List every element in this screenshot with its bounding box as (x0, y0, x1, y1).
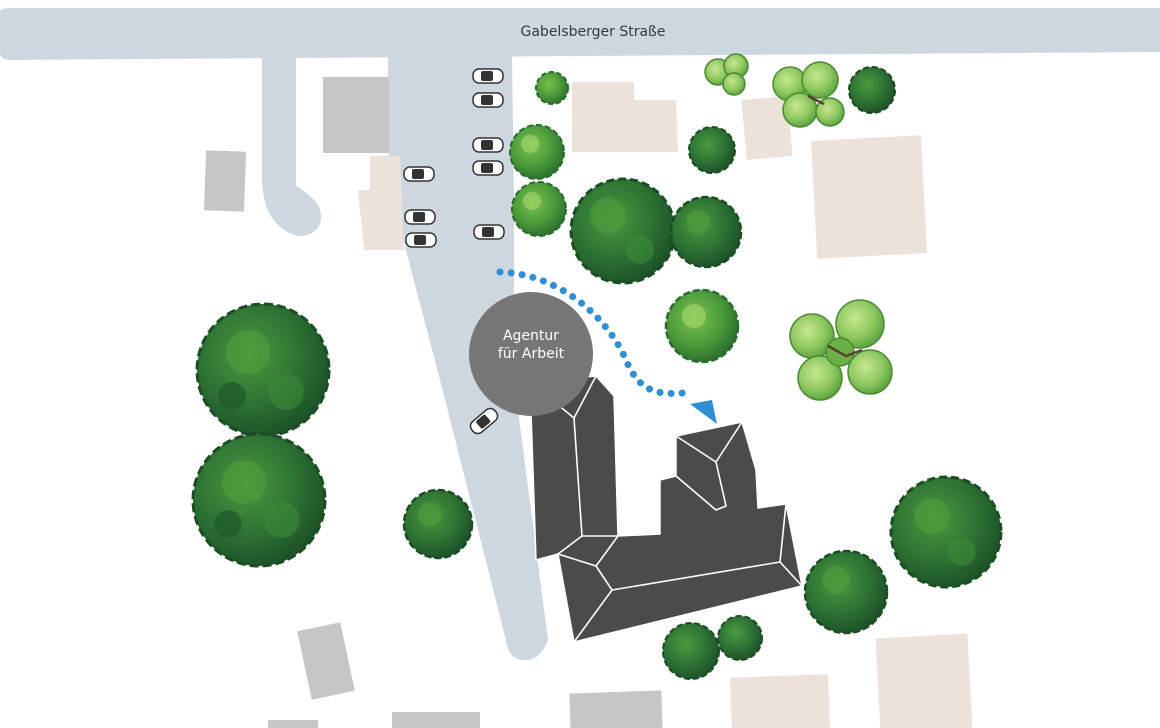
car-icon (472, 137, 504, 153)
tree-icon (669, 195, 743, 269)
poi-circle (469, 292, 593, 416)
roof-ridge (779, 503, 787, 563)
route-dotted-path (496, 268, 696, 397)
tree-icon (191, 432, 327, 568)
tree-icon (511, 181, 567, 237)
building (392, 712, 480, 728)
car-icon (473, 224, 505, 240)
car-icon (472, 92, 504, 108)
roof-ridge (595, 535, 619, 567)
main-building (529, 375, 803, 643)
building (730, 674, 830, 728)
surrounding-buildings (203, 77, 973, 728)
tree-icon (704, 53, 749, 96)
building (741, 96, 793, 160)
route-arrow-icon (690, 400, 717, 424)
tree-icon (509, 124, 565, 180)
tree-icon (803, 549, 889, 635)
car-icon (405, 232, 437, 248)
poi-label-line1: Agentur (503, 328, 559, 344)
building (810, 135, 928, 259)
tree-icon (772, 61, 845, 128)
tree-icon (889, 475, 1003, 589)
tree-icon (664, 288, 740, 364)
roof-ridge (675, 461, 727, 511)
roads (0, 8, 1160, 661)
walking-route (496, 268, 717, 424)
building (358, 156, 404, 250)
car-icon (404, 209, 436, 225)
building (297, 622, 355, 700)
tree-icon (717, 615, 763, 661)
building (569, 690, 663, 728)
building (572, 82, 678, 152)
gabelsberger-strasse-road (0, 8, 1160, 60)
trees (191, 53, 1003, 680)
tree-icon (195, 302, 331, 438)
agentur-fuer-arbeit-marker[interactable]: Agentur für Arbeit (469, 292, 593, 416)
tree-icon (848, 66, 896, 114)
poi-label-line2: für Arbeit (498, 346, 565, 362)
tree-icon (535, 71, 569, 105)
car-icon (403, 166, 435, 182)
building (203, 150, 247, 212)
building (875, 633, 973, 728)
access-road (388, 54, 548, 661)
roof-ridge (573, 561, 803, 643)
car-icon (472, 68, 504, 84)
tree-icon (789, 299, 893, 401)
tree-icon (662, 622, 720, 680)
street-label: Gabelsberger Straße (521, 24, 666, 40)
tree-icon (569, 177, 677, 285)
building (323, 77, 389, 153)
building (268, 720, 318, 728)
car-icon (472, 160, 504, 176)
tree-icon (402, 488, 474, 560)
side-road-left (262, 56, 322, 236)
tree-icon (688, 126, 736, 174)
